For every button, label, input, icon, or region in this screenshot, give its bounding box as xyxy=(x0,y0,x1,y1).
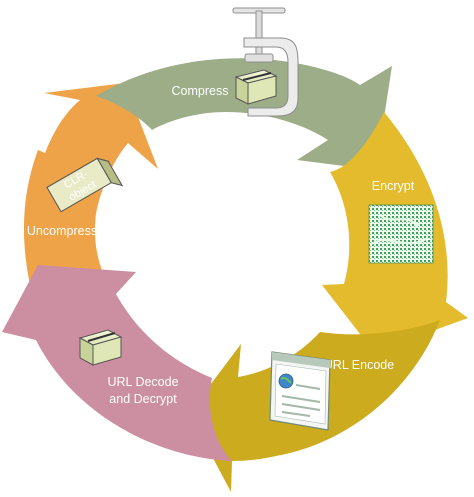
data-box-icon xyxy=(78,329,123,366)
stage-label-compress: Compress xyxy=(172,84,229,98)
clr-object-box-icon: CLR- object xyxy=(45,157,124,213)
c-clamp-icon xyxy=(232,7,299,117)
stage-label-uncompress: Uncompress xyxy=(27,224,97,238)
arrow-compress xyxy=(96,58,392,170)
stage-label-encrypt: Encrypt xyxy=(372,179,415,193)
stage-label-urldecode-line1: URL Decode xyxy=(107,375,178,389)
stage-label-urlencode: URL Encode xyxy=(324,358,394,372)
stage-label-urldecode-line2: and Decrypt xyxy=(109,392,177,406)
arrow-urldecode xyxy=(2,265,232,461)
browser-window-icon xyxy=(269,351,331,431)
encrypted-data-icon xyxy=(368,204,434,264)
